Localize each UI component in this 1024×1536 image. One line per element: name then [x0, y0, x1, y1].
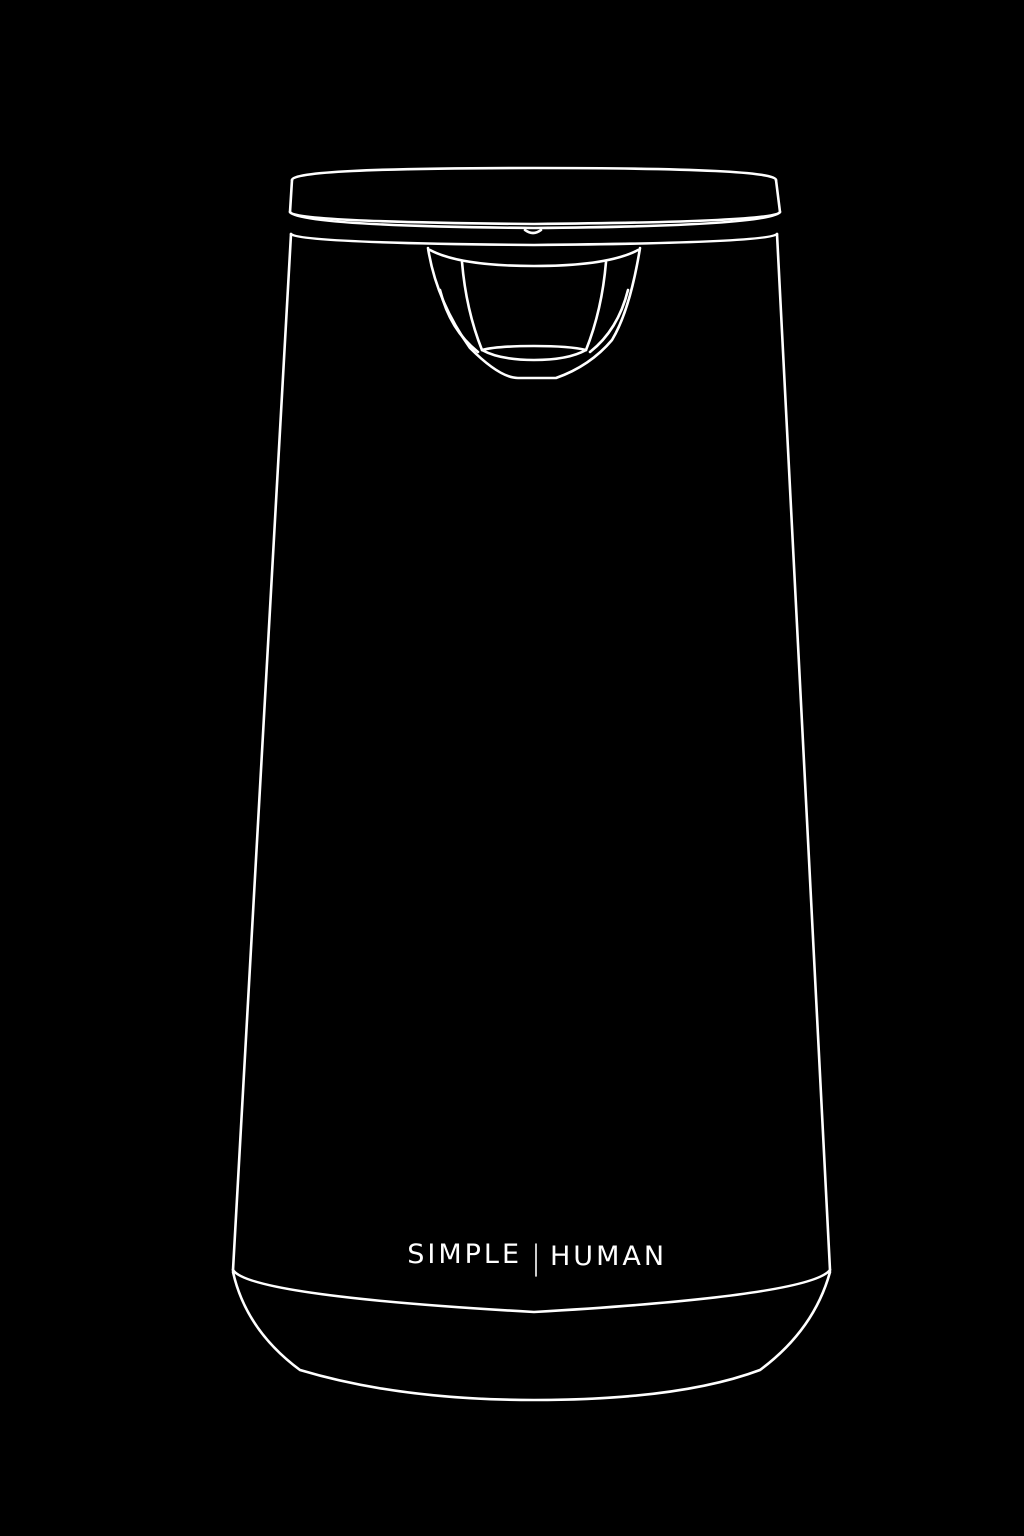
brand-text-right: HUMAN — [550, 1241, 667, 1272]
lid-bottom-edge — [288, 210, 782, 230]
base-top-edge — [231, 1268, 832, 1314]
spout-recess-outer — [426, 246, 642, 380]
lid-outline — [288, 178, 782, 226]
lid-notch — [523, 228, 543, 235]
collar-band — [289, 232, 779, 247]
body-right-edge — [775, 232, 832, 1272]
spout-recess-inner-top — [428, 248, 640, 268]
spout-recess-lower-left — [438, 288, 480, 354]
spout-recess-lower-right — [588, 288, 630, 354]
brand-text-left: SIMPLE — [407, 1239, 522, 1270]
base-bowl — [231, 1270, 832, 1402]
body-left-edge — [231, 232, 293, 1272]
lid-top-rim — [290, 166, 778, 182]
spout-nozzle-tip — [480, 344, 588, 352]
spout-nozzle — [460, 260, 608, 362]
